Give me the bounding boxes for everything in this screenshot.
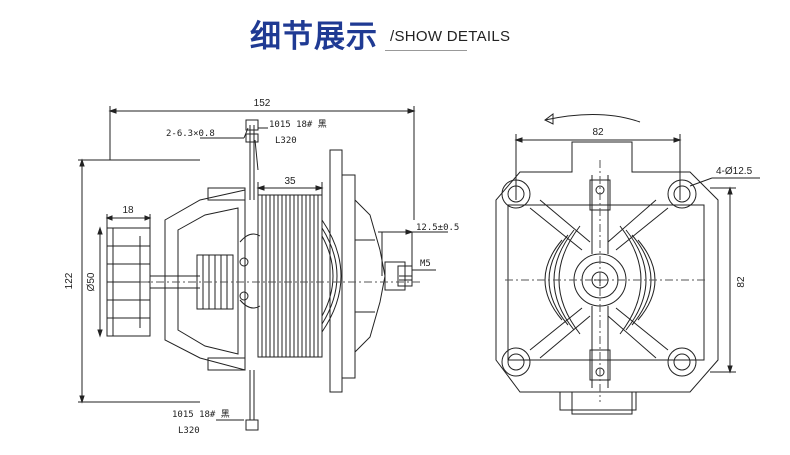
stack-length-label: 35 [284, 176, 296, 187]
wire-top-spec-label: 1015 18# 黑 [269, 119, 327, 130]
wire-bottom-spec-label: 1015 18# 黑 [172, 409, 230, 420]
side-view [78, 106, 448, 431]
fan-diameter-label: Ø50 [86, 272, 97, 291]
front-width-label: 82 [592, 127, 604, 138]
holes-label: 4-Ø12.5 [716, 166, 753, 177]
wire-bottom-length-label: L320 [178, 426, 200, 436]
header: 细节展示 /SHOW DETAILS [0, 0, 790, 60]
front-height-label: 82 [736, 276, 747, 288]
title-english: /SHOW DETAILS [390, 28, 511, 45]
title-chinese: 细节展示 [250, 19, 378, 55]
shaft-length-label: 12.5±0.5 [416, 223, 459, 233]
wire-top-length-label: L320 [275, 136, 297, 146]
title-underline [385, 50, 467, 51]
terminal-spec-label: 2-6.3×0.8 [166, 129, 215, 139]
thread-label: M5 [420, 259, 431, 269]
height-label: 122 [64, 272, 75, 289]
overall-length-label: 152 [254, 98, 271, 109]
fan-width-label: 18 [122, 205, 134, 216]
front-view [495, 113, 760, 415]
